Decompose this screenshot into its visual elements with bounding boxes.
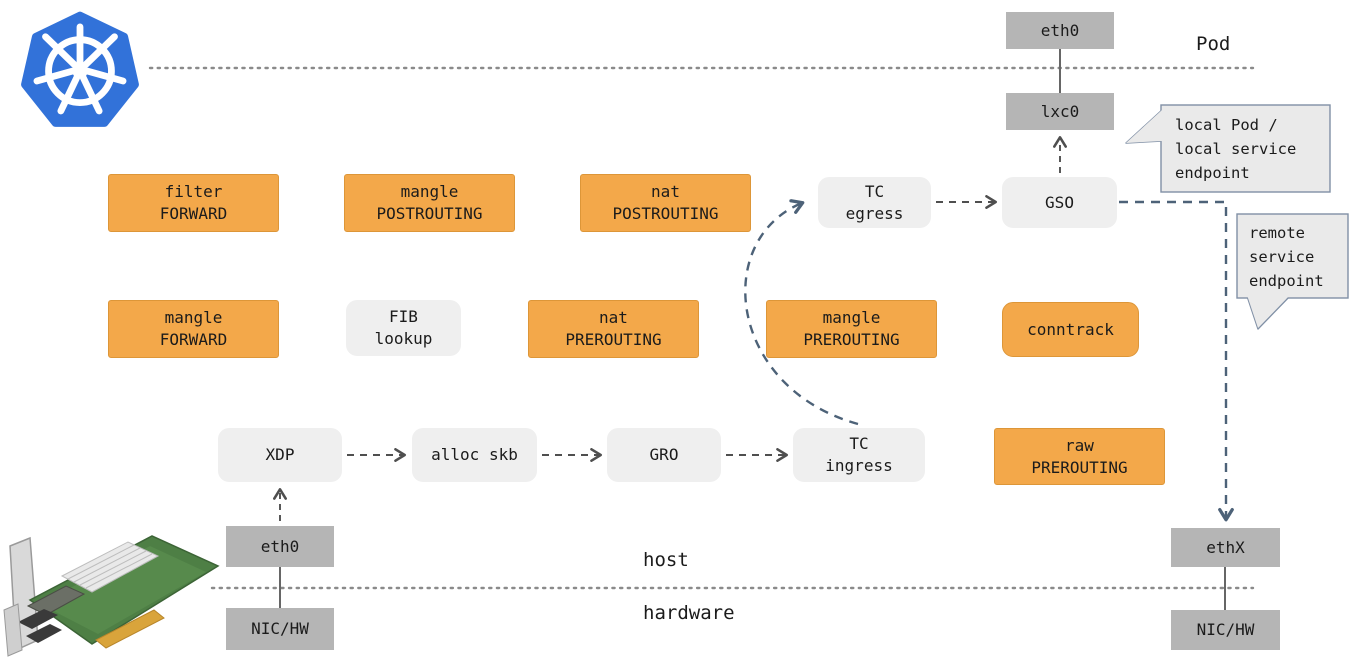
local-endpoint-bubble-text: local Pod / local service endpoint xyxy=(1175,116,1297,183)
host-eth0-interface-box: eth0 xyxy=(226,526,334,567)
ethx-interface-box: ethX xyxy=(1171,528,1280,567)
lxc0-interface-box: lxc0 xyxy=(1006,93,1114,130)
conntrack-box: conntrack xyxy=(1002,302,1139,357)
iptables-box-mangle-prerouting: mangle PREROUTING xyxy=(766,300,937,358)
local-endpoint-bubble xyxy=(1125,104,1331,193)
hardware-section-label: hardware xyxy=(643,602,735,624)
alloc-skb-box: alloc skb xyxy=(412,428,537,482)
iptables-box-mangle-postrouting: mangle POSTROUTING xyxy=(344,174,515,232)
iptables-box-nat-prerouting: nat PREROUTING xyxy=(528,300,699,358)
pod-eth0-interface-box: eth0 xyxy=(1006,12,1114,49)
remote-endpoint-bubble-text: remote service endpoint xyxy=(1249,224,1324,291)
host-section-label: host xyxy=(643,549,689,571)
iptables-box-mangle-forward: mangle FORWARD xyxy=(108,300,279,358)
fib-lookup-box: FIB lookup xyxy=(346,300,461,356)
iptables-box-raw-prerouting: raw PREROUTING xyxy=(994,428,1165,485)
xdp-box: XDP xyxy=(218,428,342,482)
kubernetes-icon xyxy=(21,11,139,127)
tc-ingress-box: TC ingress xyxy=(793,428,925,482)
tc-egress-box: TC egress xyxy=(818,177,931,228)
nic-hw-box-left: NIC/HW xyxy=(226,608,334,650)
arrow-tcingress-to-tcegress-curve xyxy=(744,203,859,426)
gro-box: GRO xyxy=(607,428,721,482)
iptables-box-filter-forward: filter FORWARD xyxy=(108,174,279,232)
nic-hw-box-right: NIC/HW xyxy=(1171,610,1280,650)
gso-box: GSO xyxy=(1002,177,1117,228)
iptables-box-nat-postrouting: nat POSTROUTING xyxy=(580,174,751,232)
pod-section-label: Pod xyxy=(1196,33,1231,55)
nic-card-image xyxy=(3,535,220,657)
arrow-gso-to-ethx xyxy=(1119,200,1226,519)
remote-endpoint-bubble xyxy=(1236,213,1349,330)
